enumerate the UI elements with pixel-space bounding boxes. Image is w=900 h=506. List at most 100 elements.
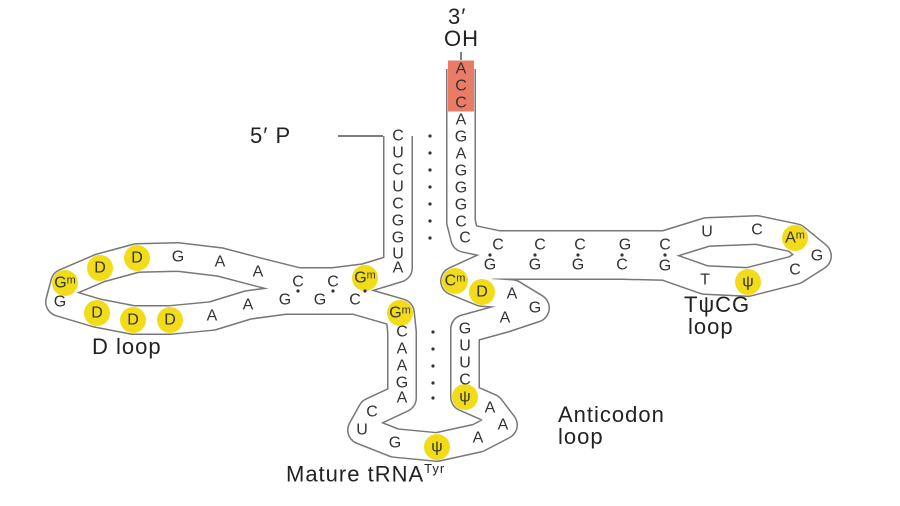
modified-base-highlight — [120, 307, 146, 333]
nucleotide: A — [473, 430, 484, 447]
d-loop-label: D loop — [92, 334, 162, 359]
nucleotide: ψ — [459, 389, 470, 406]
nucleotide: U — [459, 338, 471, 355]
nucleotide: G — [396, 375, 408, 392]
nucleotide: C — [459, 372, 471, 389]
base-pair-dot — [620, 253, 624, 257]
nucleotide: D — [94, 260, 106, 277]
nucleotide: U — [392, 246, 404, 263]
nucleotide: G — [572, 257, 584, 274]
modified-base-highlight — [782, 225, 808, 251]
nucleotide: G — [279, 292, 291, 309]
nucleotide: A — [498, 417, 509, 434]
nucleotide: C — [574, 237, 586, 254]
diagram-title: Mature tRNATyr — [286, 458, 445, 485]
nucleotide: G — [392, 213, 404, 230]
nucleotide: C — [349, 292, 361, 309]
nucleotide: G — [659, 258, 671, 275]
three-prime-label: 3′ — [448, 4, 467, 29]
modified-base-highlight — [452, 384, 478, 410]
nucleotide: D — [164, 312, 176, 329]
backbone-fill — [46, 69, 831, 461]
nucleotide: A — [507, 286, 518, 303]
base-pair-dot — [428, 134, 432, 138]
base-pair-dot — [363, 289, 367, 293]
nucleotide: G — [455, 180, 467, 197]
nucleotide: C — [455, 214, 467, 231]
base-pair-dot — [576, 253, 580, 257]
modified-base-highlight — [124, 245, 150, 271]
nucleotide: C — [455, 95, 467, 112]
nucleotide: G — [811, 248, 823, 265]
nucleotide: A — [397, 358, 408, 375]
nucleotide: A — [500, 310, 511, 327]
base-pair-dot — [431, 396, 435, 400]
nucleotide: C — [392, 196, 404, 213]
anticodon-label-line2: loop — [558, 424, 604, 449]
base-pair-dot — [428, 185, 432, 189]
nucleotide: A — [485, 400, 496, 417]
base-pair-dot — [431, 330, 435, 334]
cca-tail-cell — [448, 60, 474, 78]
nucleotide: A — [243, 297, 254, 314]
nucleotide: G — [455, 197, 467, 214]
nucleotide: C — [392, 128, 404, 145]
cca-tail-cell — [448, 94, 474, 112]
base-pair-dot — [331, 289, 335, 293]
nucleotide: A — [456, 61, 467, 78]
nucleotide: U — [356, 422, 368, 439]
anticodon-label-line1: Anticodon — [558, 402, 665, 427]
nucleotide: A — [215, 254, 226, 271]
nucleotide: G — [484, 257, 496, 274]
t-loop-label-line2: loop — [688, 314, 734, 339]
nucleotide: A — [397, 390, 408, 407]
nucleotide: D — [127, 312, 139, 329]
base-pair-dot — [296, 289, 300, 293]
nucleotide: G — [619, 237, 631, 254]
nucleotide: ψ — [742, 274, 753, 291]
modified-base-highlight — [87, 255, 113, 281]
nucleotide: C — [492, 237, 504, 254]
base-pair-dot — [431, 347, 435, 351]
base-pair-dot — [533, 253, 537, 257]
modified-base-highlight — [157, 307, 183, 333]
nucleotide: C — [659, 237, 671, 254]
nucleotide: C — [392, 162, 404, 179]
nucleotide: A — [456, 146, 467, 163]
nucleotide: A — [207, 308, 218, 325]
nucleotide: C — [459, 230, 471, 247]
nucleotide: G — [455, 129, 467, 146]
modified-base-highlight — [442, 268, 468, 294]
base-pair-dot — [428, 168, 432, 172]
nucleotide: G — [172, 249, 184, 266]
title-superscript: Tyr — [424, 461, 446, 476]
base-pair-dot — [428, 151, 432, 155]
base-pair-dot — [428, 236, 432, 240]
base-pair-dot — [428, 202, 432, 206]
nucleotide: C — [455, 78, 467, 95]
oh-label: OH — [444, 26, 479, 51]
nucleotide: A — [456, 112, 467, 129]
base-pair-dot — [431, 381, 435, 385]
nucleotide: C — [327, 274, 339, 291]
nucleotide: Aᵐ — [785, 230, 805, 247]
nucleotide: A — [397, 341, 408, 358]
nucleotide: C — [789, 262, 801, 279]
nucleotide: U — [459, 355, 471, 372]
nucleotide: Gᵐ — [54, 275, 76, 292]
nucleotide: C — [396, 324, 408, 341]
nucleotide: D — [91, 305, 103, 322]
modified-base-highlight — [387, 300, 413, 326]
base-pair-dot — [488, 253, 492, 257]
nucleotide: Gᵐ — [354, 270, 376, 287]
modified-base-highlight — [52, 270, 78, 296]
nucleotide: G — [389, 435, 401, 452]
modified-base-highlight — [424, 434, 450, 460]
nucleotide: Gᵐ — [389, 305, 411, 322]
title-text: Mature tRNA — [286, 461, 425, 487]
nucleotide: U — [701, 224, 713, 241]
nucleotide: C — [292, 274, 304, 291]
nucleotide: G — [392, 230, 404, 247]
nucleotide: D — [131, 250, 143, 267]
